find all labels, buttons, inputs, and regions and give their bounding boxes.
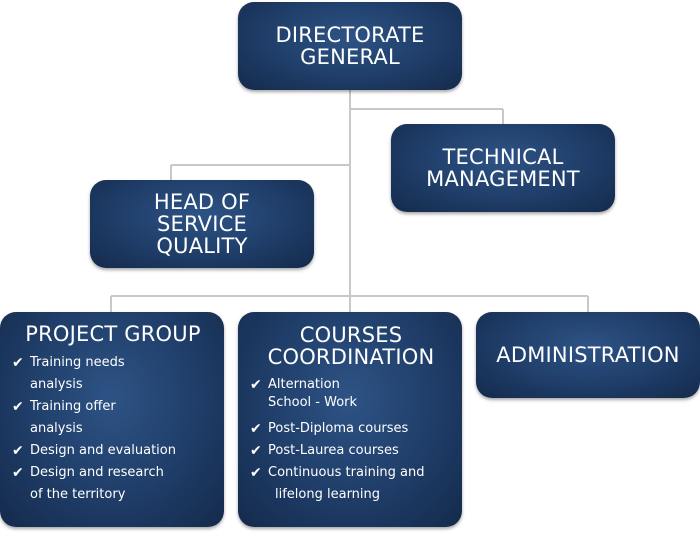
list-item: ✔ Alternation School - Work [250,377,358,410]
project-group-list: ✔ Training needs analysis ✔ Training off… [10,352,216,506]
node-courses-coordination: COURSES COORDINATION ✔ Alternation Schoo… [238,312,462,527]
node-directorate-general-title: DIRECTORATE GENERAL [275,23,425,69]
check-icon: ✔ [12,399,24,415]
node-administration-title: ADMINISTRATION [496,343,680,367]
node-courses-coordination-title: COURSES COORDINATION [267,323,435,369]
node-project-group: PROJECT GROUP ✔ Training needs analysis … [0,312,224,527]
list-item: ✔ Design and research of the territory [10,462,216,506]
check-icon: ✔ [250,377,262,393]
node-head-of-service-quality: HEAD OF SERVICE QUALITY [90,180,314,268]
node-head-of-service-quality-title: HEAD OF SERVICE QUALITY [153,190,251,258]
list-item: ✔ Training needs analysis [10,352,216,396]
node-technical-management: TECHNICAL MANAGEMENT [391,124,615,212]
node-project-group-title: PROJECT GROUP [25,322,201,346]
list-item: ✔ Post-Laurea courses [248,440,454,462]
check-icon: ✔ [250,421,262,437]
list-item: ✔ Training offer analysis [10,396,216,440]
courses-coordination-list: ✔ Alternation School - Work ✔ Post-Diplo… [248,376,454,506]
check-icon: ✔ [250,443,262,459]
node-administration: ADMINISTRATION [476,312,700,398]
check-icon: ✔ [12,443,24,459]
list-item: ✔ Post-Diploma courses [248,418,454,440]
check-icon: ✔ [12,465,24,481]
list-item: ✔ Continuous training and lifelong learn… [248,462,454,506]
list-item: ✔ Design and evaluation [10,440,216,462]
node-directorate-general: DIRECTORATE GENERAL [238,2,462,90]
node-technical-management-title: TECHNICAL MANAGEMENT [426,145,580,191]
check-icon: ✔ [12,355,24,371]
check-icon: ✔ [250,465,262,481]
